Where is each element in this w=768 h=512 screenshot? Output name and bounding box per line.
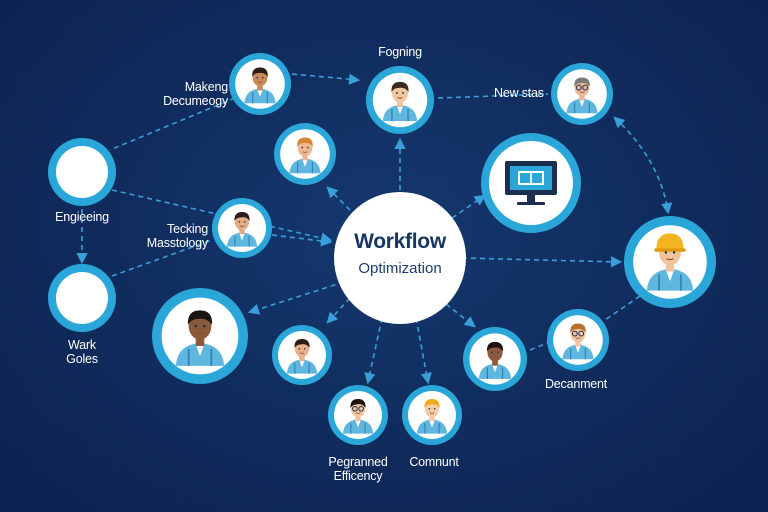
node-avatar-2 — [274, 123, 336, 185]
label-decanment: Decanment — [544, 377, 608, 391]
center-subtitle: Optimization — [358, 260, 442, 277]
center-title: Workflow — [354, 230, 446, 253]
label-new-stas: New stas — [494, 86, 544, 100]
link-center-to-avatar2 — [326, 186, 351, 211]
link-center-to-big-left — [247, 281, 345, 315]
person-icon — [562, 323, 594, 360]
node-avatar-6 — [272, 325, 332, 385]
node-fogning — [366, 66, 434, 134]
link-making-to-engieeing — [109, 97, 236, 151]
monitor-icon — [505, 161, 557, 205]
node-making — [229, 53, 291, 115]
node-new-stas — [551, 63, 613, 125]
person-icon — [244, 67, 276, 104]
person-icon — [342, 399, 374, 434]
person-icon — [478, 341, 512, 379]
link-fogning-to-newstas — [437, 93, 549, 99]
link-helmet-to-decanment — [604, 295, 641, 321]
label-fogning: Fogning — [378, 45, 422, 59]
person-icon — [286, 339, 318, 374]
node-tecking — [212, 198, 272, 258]
link-center-to-comnunt — [415, 317, 432, 385]
person-icon — [175, 310, 225, 366]
node-wark — [48, 264, 116, 332]
node-pegranned — [328, 385, 388, 445]
node-monitor — [481, 133, 581, 233]
link-making-to-fogning — [291, 73, 361, 85]
link-center-to-avatar6 — [326, 297, 351, 324]
link-center-to-monitor — [451, 194, 486, 219]
node-decanment — [547, 309, 609, 371]
node-helmet — [624, 216, 716, 308]
link-center-to-pegranned — [364, 317, 383, 385]
link-avatar8-to-decanment — [529, 341, 551, 351]
person-icon — [382, 81, 418, 122]
link-center-to-helmet — [461, 256, 623, 268]
link-tecking-to-center — [271, 234, 333, 247]
label-comnunt: Comnunt — [409, 455, 459, 469]
node-avatar-8 — [463, 327, 527, 391]
node-engieeing — [48, 138, 116, 206]
link-center-to-avatar8 — [445, 303, 476, 328]
node-comnunt — [402, 385, 462, 445]
link-newstas-to-helmet — [613, 116, 673, 215]
person-icon — [416, 399, 448, 434]
node-big-left — [152, 288, 248, 384]
label-engieeing: Engieeing — [55, 210, 109, 224]
center-node — [334, 192, 466, 324]
person-icon — [226, 212, 258, 247]
person-icon — [646, 233, 694, 291]
person-icon — [566, 77, 598, 114]
person-icon — [289, 137, 321, 174]
